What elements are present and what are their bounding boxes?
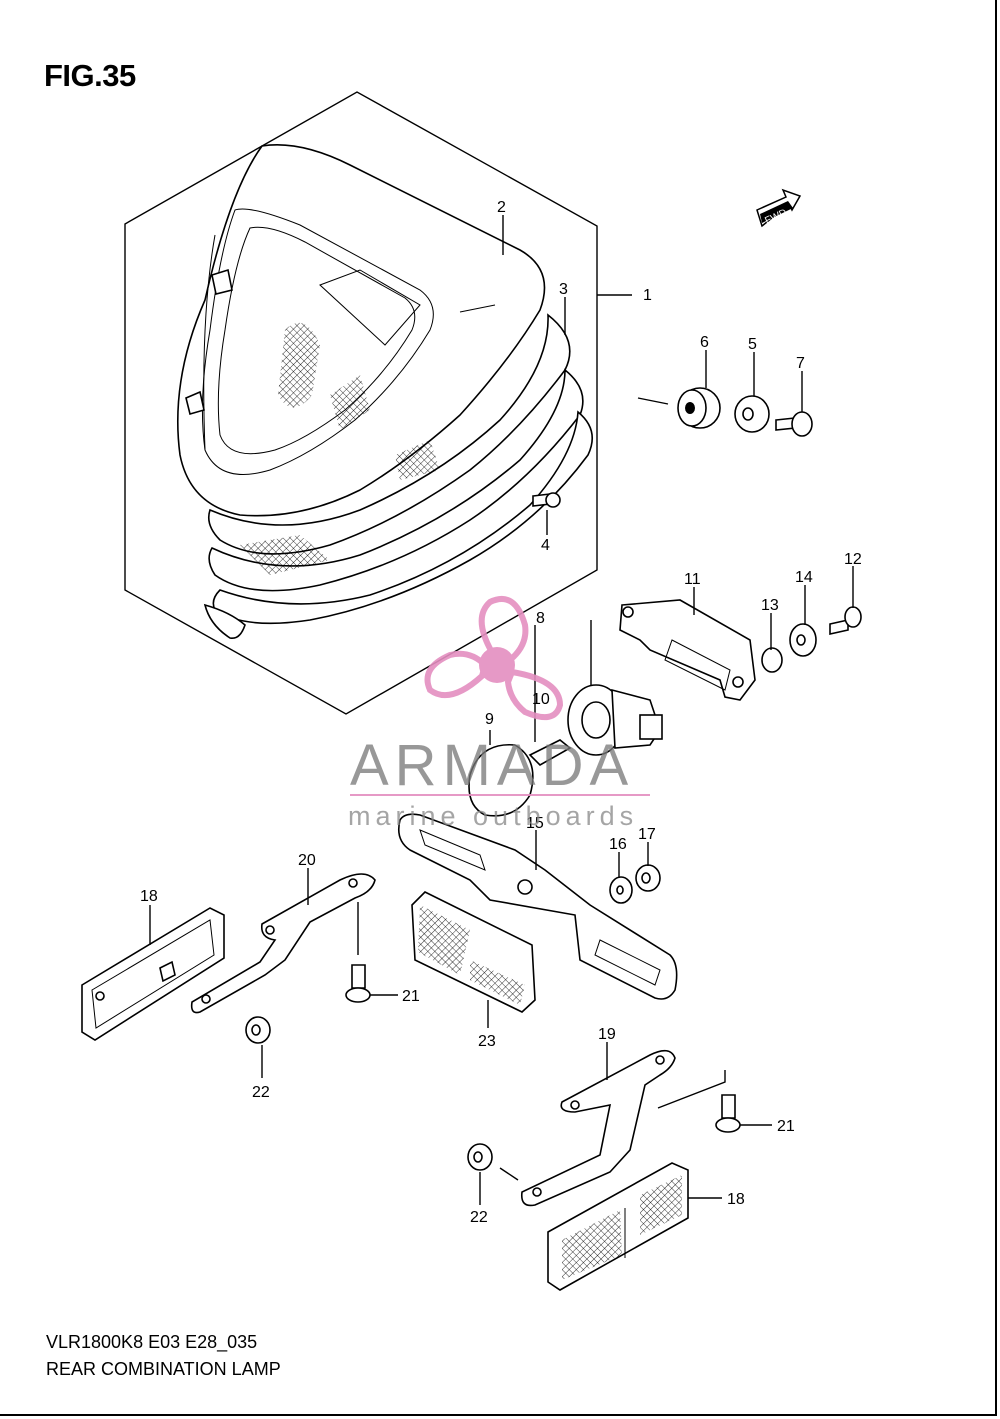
callout-8: 8: [536, 610, 545, 627]
bolt-21-left: [345, 964, 371, 1003]
bracket-15: [397, 813, 678, 1000]
nut-17: [635, 864, 661, 892]
bolt-4: [532, 492, 561, 508]
washer-16: [609, 876, 633, 904]
callout-4: 4: [541, 537, 550, 554]
leader-lines: [149, 215, 854, 1205]
callout-17: 17: [638, 826, 656, 843]
callout-22-left: 22: [252, 1084, 270, 1101]
reflector-23: [411, 891, 536, 1013]
callout-18-right: 18: [727, 1191, 745, 1208]
model-code: VLR1800K8 E03 E28_035: [46, 1332, 258, 1352]
watermark-tagline: marine outboards: [348, 801, 638, 831]
callout-16: 16: [609, 836, 627, 853]
callout-labels: 1 2 3 4 5 6 7 8 9 10 11 12 13 14 15 16 1…: [140, 199, 862, 1226]
nut-22-right: [467, 1143, 493, 1171]
callout-21-left: 21: [402, 988, 420, 1005]
bracket-20: [190, 873, 376, 1014]
reflector-18-left: [81, 907, 225, 1041]
screw-7: [775, 411, 813, 437]
callout-9: 9: [485, 711, 494, 728]
callout-23: 23: [478, 1033, 496, 1050]
watermark-brand: ARMADA: [350, 733, 634, 798]
watermark-logo: ARMADA marine outboards: [348, 595, 650, 831]
callout-2: 2: [497, 199, 506, 216]
callout-10: 10: [532, 691, 550, 708]
callout-12: 12: [844, 551, 862, 568]
callout-6: 6: [700, 334, 709, 351]
lamp-socket-10: [567, 684, 663, 756]
lamp-housing: [176, 144, 546, 517]
propeller-logo-icon: [424, 595, 564, 721]
figure-title: FIG.35: [44, 58, 136, 93]
callout-5: 5: [748, 336, 757, 353]
callout-11: 11: [684, 571, 701, 588]
callout-3: 3: [559, 281, 568, 298]
screw-12: [829, 606, 862, 635]
lamp-assembly-outline: [124, 91, 598, 715]
callout-20: 20: [298, 852, 316, 869]
callout-1: 1: [643, 287, 652, 304]
bolt-21-right: [715, 1094, 741, 1133]
grommet-6: [677, 387, 721, 429]
callout-22-right: 22: [470, 1209, 488, 1226]
callout-7: 7: [796, 355, 805, 372]
bracket-11: [619, 599, 756, 701]
bracket-19: [520, 1049, 676, 1207]
callout-14: 14: [795, 569, 813, 586]
leader-grommet: [637, 397, 669, 405]
nut-22-left: [245, 1016, 271, 1044]
spacer-13: [761, 647, 783, 673]
callout-13: 13: [761, 597, 779, 614]
figure-name: REAR COMBINATION LAMP: [46, 1359, 281, 1379]
callout-21-right: 21: [777, 1118, 795, 1135]
callout-19: 19: [598, 1026, 616, 1043]
lamp-lens-stack: [203, 313, 594, 640]
callout-15: 15: [526, 815, 544, 832]
washer-14: [789, 623, 817, 657]
fwd-arrow-icon: FWD: [756, 188, 802, 228]
washer-5: [734, 395, 770, 433]
callout-18-left: 18: [140, 888, 158, 905]
reflector-18-right: [547, 1162, 689, 1291]
